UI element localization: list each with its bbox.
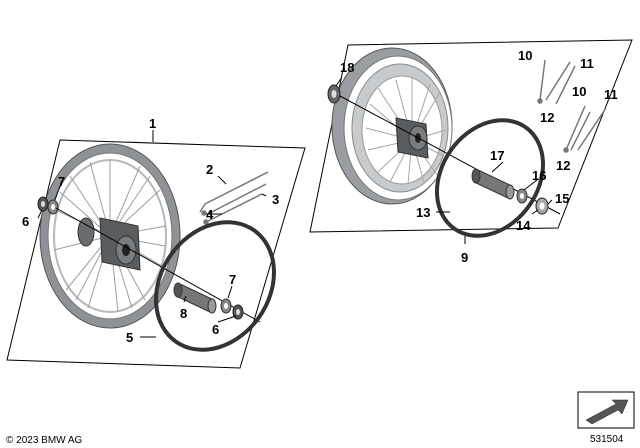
callout-7b: 7 xyxy=(229,272,236,287)
callout-labels: 1 2 3 4 5 6 7 6 7 8 9 10 11 12 10 11 12 … xyxy=(22,48,618,345)
callout-6a: 6 xyxy=(22,214,29,229)
right-assembly-frame xyxy=(309,39,633,233)
callout-18: 18 xyxy=(340,60,354,75)
bearing-right xyxy=(516,188,528,204)
left-assembly-frame xyxy=(6,139,306,369)
cast-wheel-right xyxy=(331,47,453,205)
diagram-number: 531504 xyxy=(590,434,624,445)
orientation-arrow-icon xyxy=(577,391,635,429)
callout-7a: 7 xyxy=(58,174,65,189)
callout-4: 4 xyxy=(206,207,214,222)
callout-10b: 10 xyxy=(572,84,586,99)
rim-tape-right xyxy=(434,118,546,238)
bearing-left-inner xyxy=(220,298,232,314)
seal-ring-right xyxy=(535,197,549,215)
spacer-ring-left-inner xyxy=(232,304,244,320)
callout-15: 15 xyxy=(555,191,569,206)
bearing-left-outer xyxy=(47,199,59,215)
callout-1: 1 xyxy=(149,116,156,131)
rim-tape-left xyxy=(154,220,276,352)
sleeve-right xyxy=(471,168,515,200)
callout-11b: 11 xyxy=(604,87,618,102)
callout-17: 17 xyxy=(490,148,504,163)
callout-16: 16 xyxy=(532,168,546,183)
callout-10a: 10 xyxy=(518,48,532,63)
callout-11a: 11 xyxy=(580,56,594,71)
callout-13: 13 xyxy=(416,205,430,220)
sleeve-left xyxy=(173,282,217,314)
callout-8: 8 xyxy=(180,306,187,321)
callout-2: 2 xyxy=(206,162,213,177)
spoke-wheel-left xyxy=(39,143,181,329)
callout-12b: 12 xyxy=(556,158,570,173)
spoke-parts-left xyxy=(199,171,269,225)
callout-9: 9 xyxy=(461,250,468,265)
callout-14: 14 xyxy=(516,218,531,233)
leader-lines xyxy=(37,76,553,338)
copyright-text: © 2023 BMW AG xyxy=(6,435,83,446)
spacer-right-outer xyxy=(327,84,341,104)
callout-12a: 12 xyxy=(540,110,554,125)
callout-6b: 6 xyxy=(212,322,219,337)
callout-3: 3 xyxy=(272,192,279,207)
spoke-parts-right xyxy=(537,59,607,153)
spacer-ring-left-outer xyxy=(37,196,49,212)
callout-5: 5 xyxy=(126,330,133,345)
